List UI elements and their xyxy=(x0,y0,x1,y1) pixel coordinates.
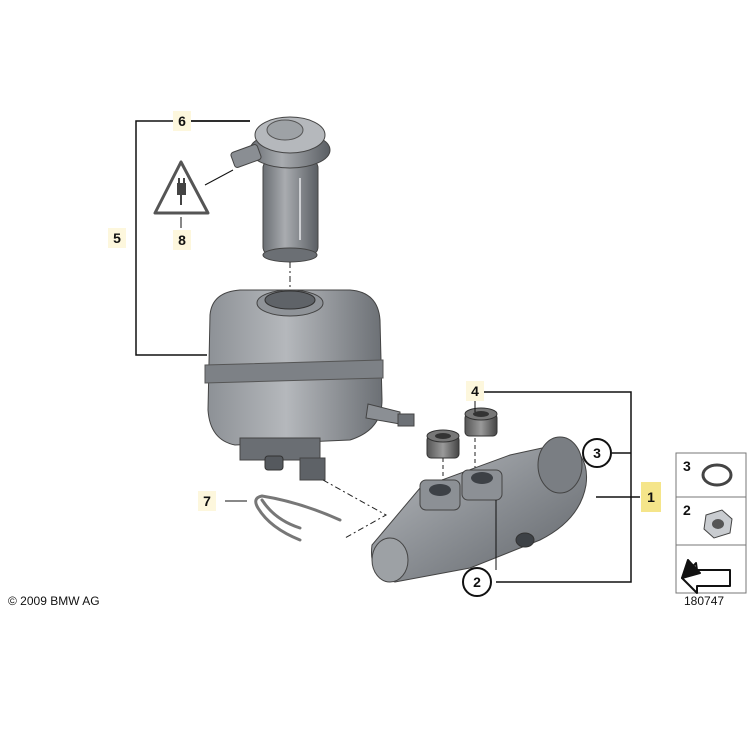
callout-2-circle[interactable]: 2 xyxy=(462,567,492,597)
legend-label-2: 2 xyxy=(683,502,691,518)
legend-o-ring-icon xyxy=(701,463,733,487)
callout-1[interactable]: 1 xyxy=(641,482,661,512)
callout-6[interactable]: 6 xyxy=(173,111,191,131)
callout-4[interactable]: 4 xyxy=(466,381,484,401)
brake-master-cylinder xyxy=(370,436,588,583)
copyright-text: © 2009 BMW AG xyxy=(8,594,100,608)
sensor-warning-triangle xyxy=(153,160,234,228)
diagram-number: 180747 xyxy=(684,594,725,608)
callout-5[interactable]: 5 xyxy=(108,228,126,248)
callout-3-circle[interactable]: 3 xyxy=(582,438,612,468)
legend-nut-icon xyxy=(703,509,733,539)
legend-label-3: 3 xyxy=(683,458,691,474)
callout-7[interactable]: 7 xyxy=(198,491,216,511)
seals xyxy=(426,398,498,485)
bracket-lines-1-3-4 xyxy=(480,391,640,583)
reservoir-tank xyxy=(204,289,415,481)
retaining-clip xyxy=(254,494,342,542)
connection-dashed-lines xyxy=(322,479,388,539)
reservoir-cap xyxy=(230,116,331,263)
legend-arrow-icon xyxy=(681,559,731,594)
callout-8[interactable]: 8 xyxy=(173,230,191,250)
